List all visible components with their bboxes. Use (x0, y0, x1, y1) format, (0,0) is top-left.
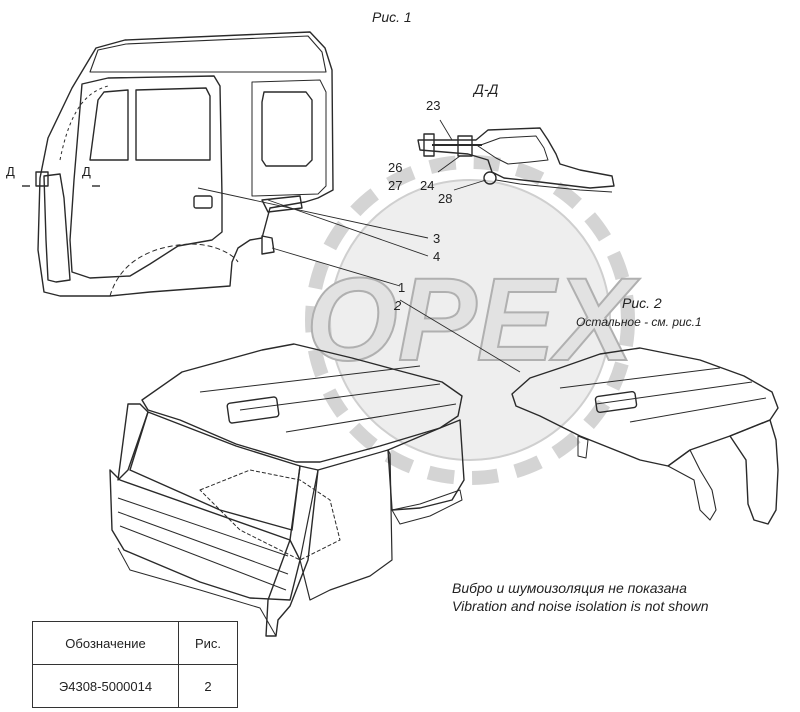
floor (199, 469, 341, 561)
step-bracket (261, 235, 275, 255)
roof-hatch (226, 396, 280, 424)
section-label-left: Д (6, 164, 15, 179)
leader-24 (437, 155, 461, 173)
roof-outline (141, 343, 463, 463)
door-handle (193, 195, 213, 209)
front-grille-lines (117, 497, 289, 591)
fig1-title: Рис. 1 (372, 9, 412, 25)
label-4: 4 (433, 249, 440, 264)
door-window-main (135, 87, 211, 161)
rear-panel (251, 79, 327, 197)
table-header-designation: Обозначение (32, 621, 179, 665)
seal-strip (495, 179, 613, 193)
table-header-figure: Рис. (178, 621, 238, 665)
rear-window (261, 91, 313, 167)
front-pillar (43, 173, 71, 283)
fig2-note: Остальное - см. рис.1 (576, 315, 702, 329)
table-header-row: Обозначение Рис. (32, 621, 238, 665)
label-2: 2 (393, 298, 402, 313)
leader-23 (439, 119, 453, 141)
label-24: 24 (420, 178, 434, 193)
front-panel (109, 469, 301, 601)
roof2-outline (511, 347, 779, 467)
windshield-frame (117, 403, 149, 481)
mirror-bracket (35, 171, 49, 187)
roof2-rear-side (667, 449, 717, 521)
label-27: 27 (388, 178, 402, 193)
roof2-left-drop (577, 435, 589, 459)
callouts: 23 26 27 24 28 3 4 1 2 Д Д (6, 98, 452, 313)
seal-tube (483, 171, 497, 185)
rear-wall (387, 419, 465, 511)
note-ru: Вибро и шумоизоляция не показана (452, 580, 687, 596)
watermark-text: OPEX (306, 254, 640, 386)
spec-table: Обозначение Рис. Э4308-5000014 2 (32, 621, 238, 708)
section-detail (417, 119, 615, 193)
leader-28 (453, 179, 487, 191)
leader-2 (399, 299, 521, 373)
label-26: 26 (388, 160, 402, 175)
rear-sill (391, 489, 463, 525)
leader-4 (267, 199, 429, 257)
note-en: Vibration and noise isolation is not sho… (452, 598, 709, 614)
cab-frame-iso (109, 343, 465, 637)
door-outline (69, 75, 223, 279)
cab-side-outline (37, 31, 334, 297)
seal-line (59, 85, 109, 161)
rear-bracket (261, 195, 303, 213)
leader-lines (197, 187, 521, 373)
watermark-gear (329, 179, 611, 461)
roof-panel-fig2 (511, 347, 779, 525)
door-opening (299, 449, 393, 601)
roof-spoiler (89, 35, 327, 73)
left-pillar (265, 465, 319, 637)
label-1: 1 (398, 280, 405, 295)
watermark: OPEX (305, 155, 641, 485)
cab-side-view (22, 31, 334, 297)
table-cell-designation: Э4308-5000014 (32, 664, 179, 708)
section-inner-profile (477, 135, 549, 165)
section-label-right: Д (82, 164, 91, 179)
leader-3 (197, 187, 429, 239)
roof-ribs (199, 365, 457, 433)
leader-1 (271, 247, 401, 287)
table-row: Э4308-5000014 2 (32, 664, 238, 708)
windshield (129, 411, 301, 531)
section-title: Д-Д (474, 81, 499, 97)
roof2-right-side (729, 419, 779, 525)
watermark-gear-ring (305, 155, 635, 485)
roof2-hatch (594, 390, 638, 414)
fender-arch (109, 243, 239, 297)
bottom-sill (117, 547, 277, 637)
section-profile (417, 127, 615, 189)
fig2-title: Рис. 2 (622, 295, 662, 311)
label-28: 28 (438, 191, 452, 206)
label-3: 3 (433, 231, 440, 246)
roof2-ribs (559, 367, 767, 423)
label-23: 23 (426, 98, 440, 113)
table-cell-figure: 2 (178, 664, 238, 708)
door-window-front (89, 89, 129, 161)
